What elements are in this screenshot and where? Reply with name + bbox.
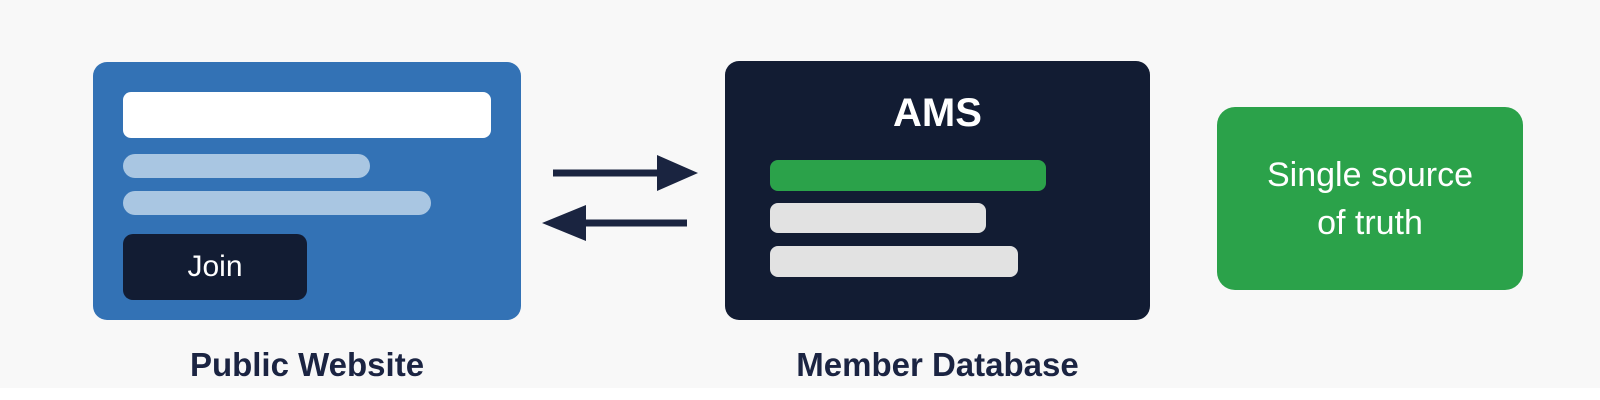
left-arrow-icon: [542, 205, 687, 241]
join-button: Join: [123, 234, 307, 300]
form-input-placeholder: [123, 92, 491, 138]
single-source-line2: of truth: [1317, 203, 1423, 242]
sync-arrows: [530, 140, 710, 260]
ams-title: AMS: [893, 91, 982, 135]
form-field-placeholder-1: [123, 154, 370, 178]
public-website-caption: Public Website: [189, 346, 425, 383]
member-database-caption: Member Database: [796, 346, 1079, 383]
sync-arrows-graphic: [542, 155, 698, 241]
member-database-card: AMS: [725, 61, 1150, 320]
single-source-card: Single source of truth: [1217, 107, 1523, 290]
join-button-label: Join: [187, 250, 243, 283]
record-bar-1: [770, 203, 986, 233]
record-bar-2: [770, 246, 1018, 277]
right-arrow-icon: [553, 155, 698, 191]
record-bar-highlight: [770, 160, 1046, 191]
bottom-strip: [0, 388, 1600, 400]
public-website-card: Join: [93, 62, 521, 320]
single-source-line1: Single source: [1266, 155, 1473, 194]
form-field-placeholder-2: [123, 191, 431, 215]
